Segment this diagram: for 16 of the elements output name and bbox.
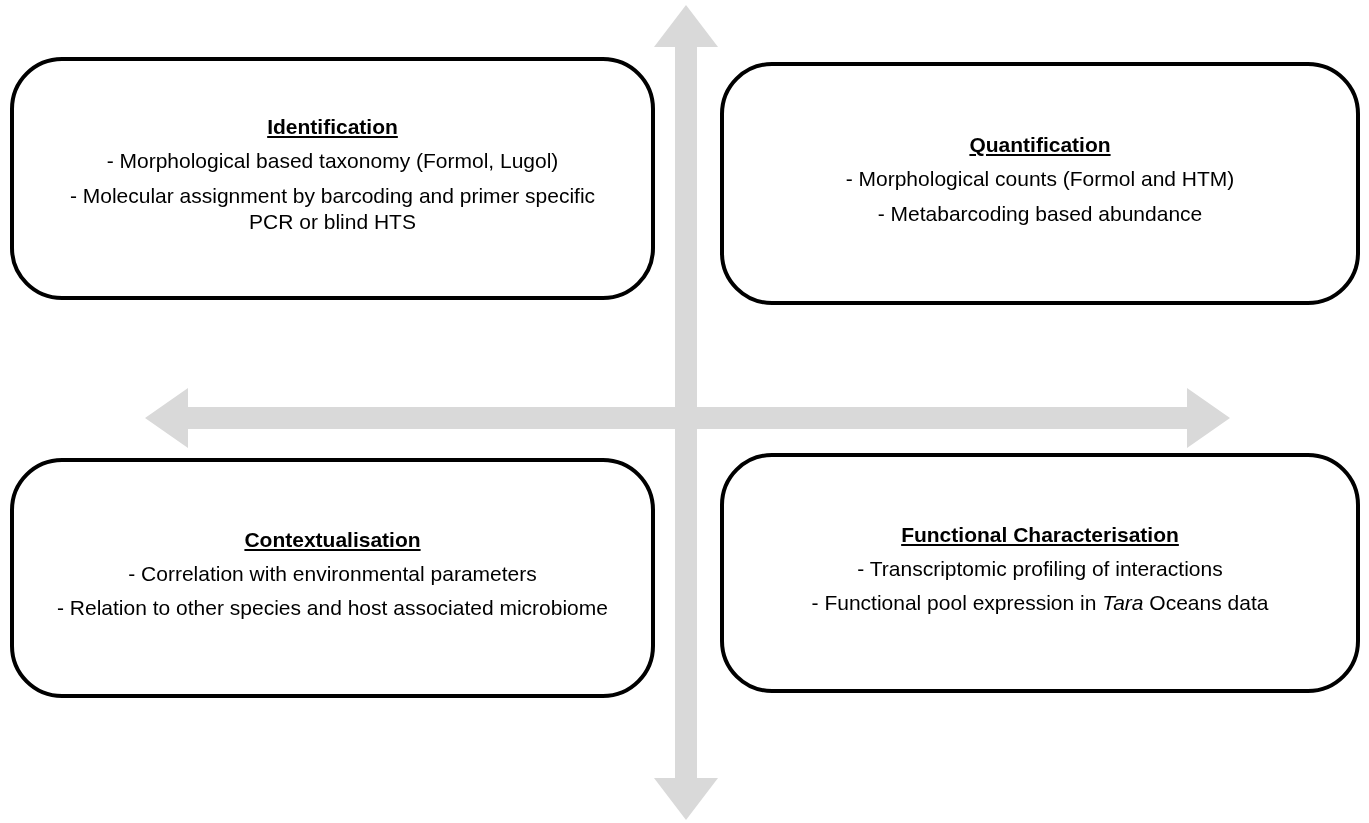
bullet-text: - Relation to other species and host associated microbiome [57,595,608,622]
heading: Identification [267,114,398,140]
bullet-text: - Morphological counts (Formol and HTM) [845,166,1235,193]
bullet-text: - Functional pool expression in Tara Oceans data [811,590,1269,617]
rounded-box [10,458,655,698]
rounded-box [10,57,655,300]
rounded-box [720,453,1360,693]
bullet-text: - Correlation with environmental parameters [128,560,537,587]
rounded-box [720,62,1360,305]
heading: Quantification [969,132,1111,159]
heading: Functional Characterisation [901,521,1179,548]
bullet-text: - Molecular assignment by barcoding and primer specific PCR or blind HTS [68,182,597,235]
bullet-text: - Transcriptomic profiling of interactions [857,555,1223,582]
bullet-text: - Morphological based taxonomy (Formol, Lugol) [106,148,559,175]
heading: Contextualisation [244,526,421,553]
bullet-text: - Metabarcoding based abundance [877,200,1203,227]
